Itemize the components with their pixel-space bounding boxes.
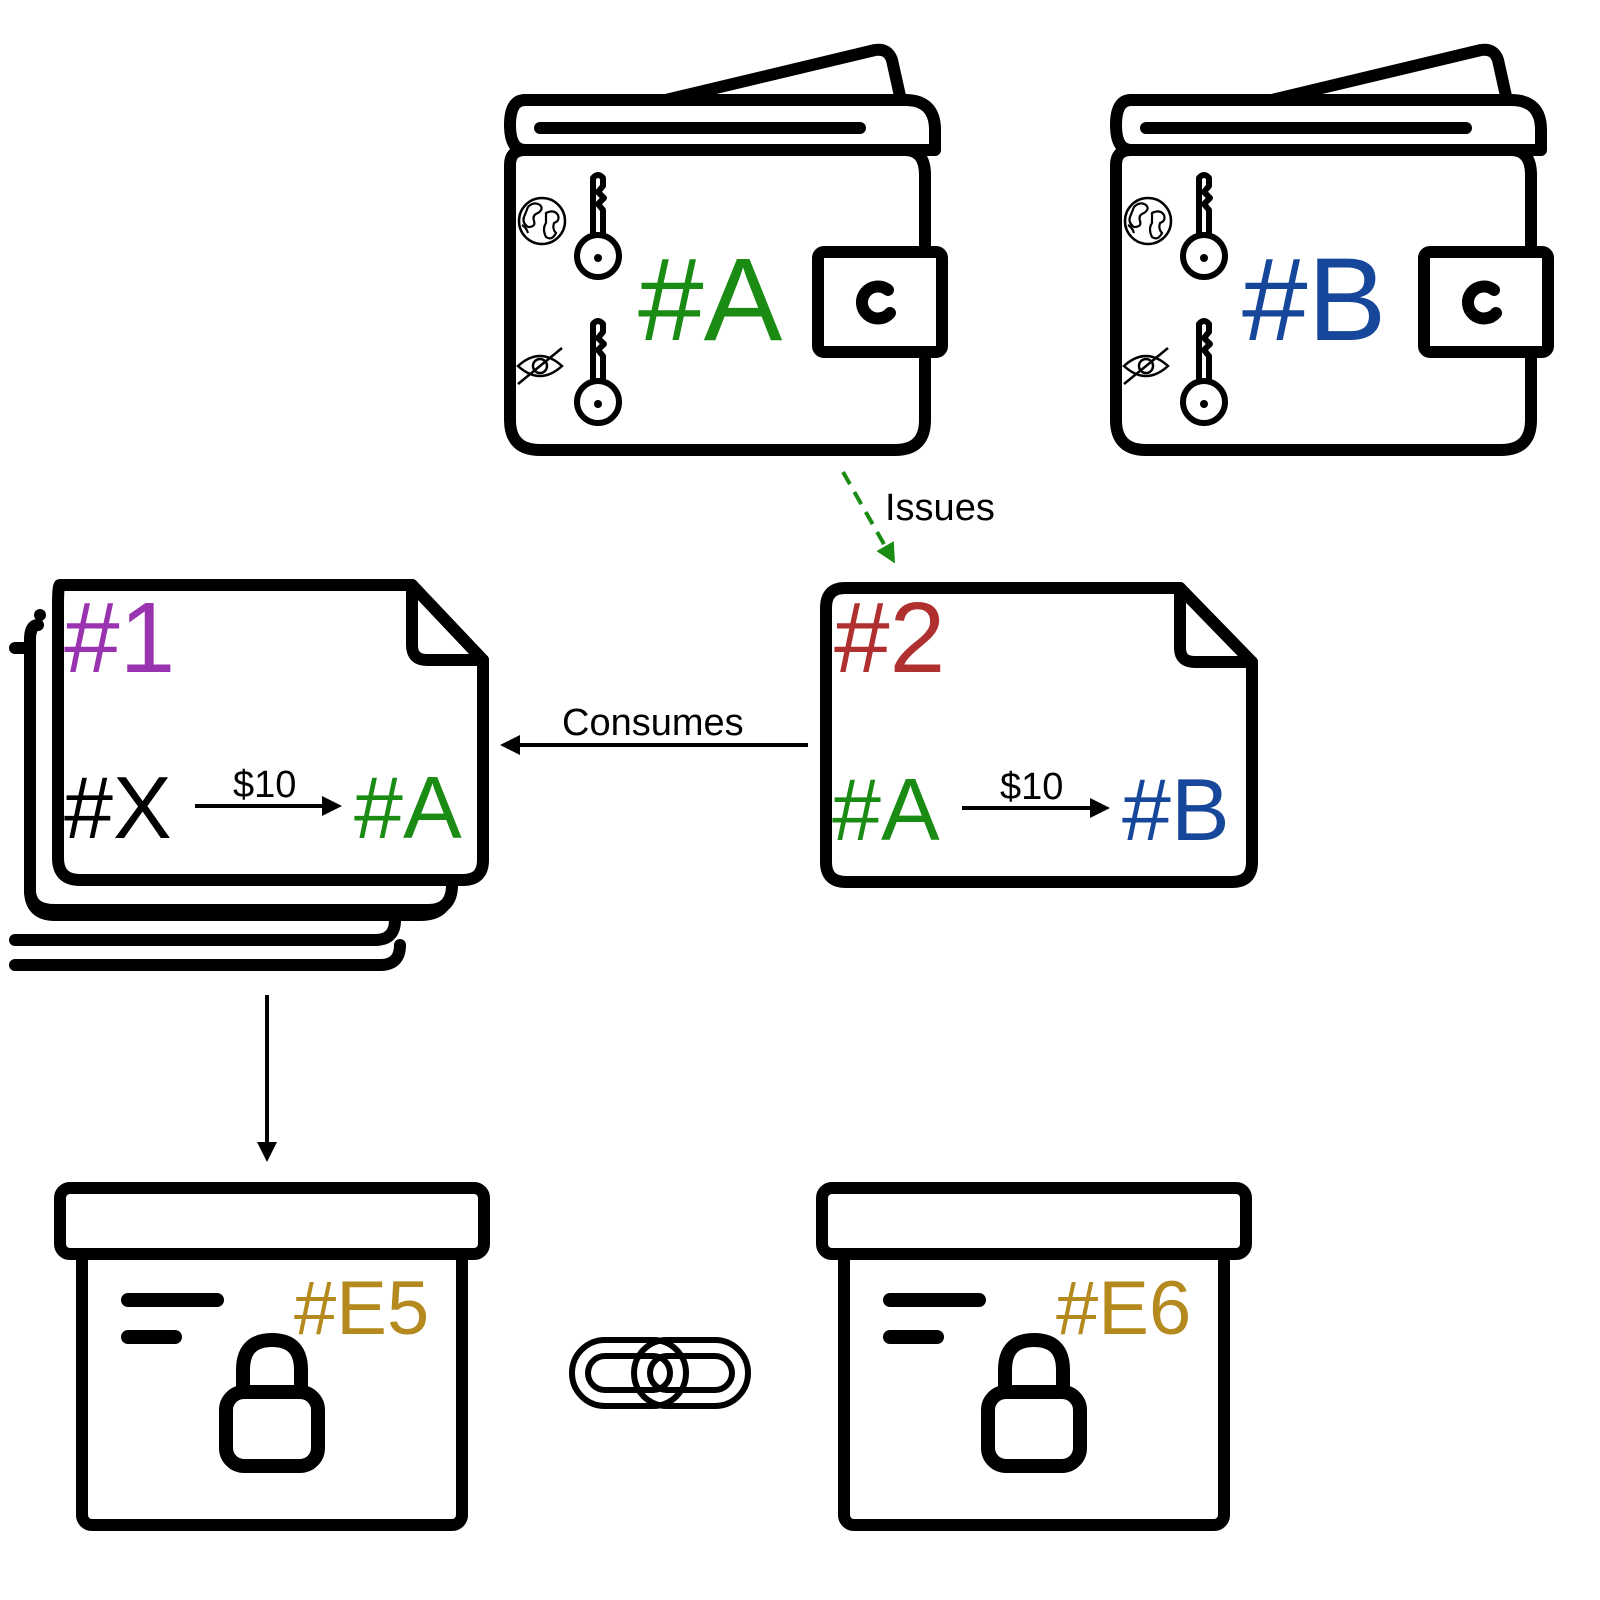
archive-e6: #E6	[816, 1182, 1252, 1531]
wallet-b-label: #B	[1242, 234, 1386, 366]
wallet-a-body	[504, 144, 931, 456]
clasp-icon	[1418, 246, 1554, 358]
lock-icon	[219, 1332, 325, 1473]
document-1-from: #X	[64, 758, 172, 857]
edge-consumes: Consumes	[500, 702, 808, 755]
consumes-label: Consumes	[562, 702, 744, 744]
issues-arrow	[841, 471, 895, 564]
wallet-a-label: #A	[638, 234, 783, 366]
globe-icon	[1123, 196, 1173, 246]
document-2-amount: $10	[1000, 766, 1063, 808]
archive-e6-label: #E6	[1056, 1266, 1191, 1351]
clasp-icon	[812, 246, 948, 358]
document-1: #1 #X $10 #A	[9, 579, 489, 971]
archive-e5: #E5	[54, 1182, 490, 1531]
document-2-corner	[1174, 582, 1258, 668]
wallet-b: #B	[1110, 43, 1554, 456]
document-1-corner	[406, 579, 489, 666]
document-2-sheet	[820, 582, 1258, 888]
document-1-to: #A	[354, 758, 462, 857]
chain-link-icon	[569, 1337, 751, 1409]
document-1-sheet	[52, 579, 489, 886]
document-2-from: #A	[832, 760, 940, 859]
document-1-id: #1	[64, 582, 175, 694]
archive-e5-lid	[54, 1182, 490, 1260]
archive-e5-label: #E5	[294, 1266, 429, 1351]
wallet-a: #A	[504, 43, 948, 456]
document-2-id: #2	[834, 582, 945, 694]
globe-icon	[517, 196, 567, 246]
issues-label: Issues	[885, 487, 995, 529]
edge-issues: Issues	[841, 471, 995, 564]
document-2: #2 #A $10 #B	[820, 582, 1258, 888]
lock-icon	[981, 1332, 1087, 1473]
document-2-to: #B	[1122, 760, 1230, 859]
archive-e6-lid	[816, 1182, 1252, 1260]
wallet-b-body	[1110, 144, 1537, 456]
document-1-amount: $10	[233, 764, 296, 806]
